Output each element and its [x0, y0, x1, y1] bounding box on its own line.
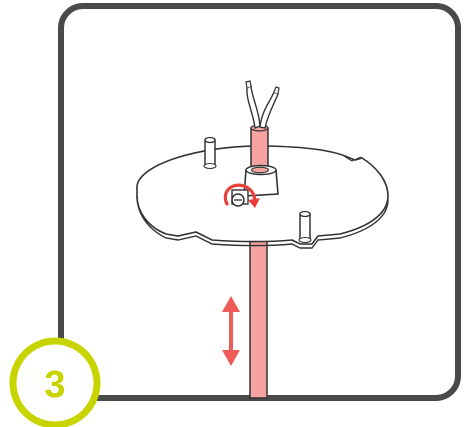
cable-clamp	[231, 164, 279, 205]
cable-lower	[249, 237, 268, 399]
rotate-clockwise-icon	[223, 183, 260, 208]
vertical-double-arrow-icon	[222, 296, 240, 366]
step-number: 3	[44, 364, 65, 406]
screw-post-front	[298, 210, 312, 244]
screw-post-back	[203, 136, 217, 170]
step-badge: 3	[9, 337, 101, 427]
clamp-screw	[231, 193, 245, 207]
exposed-wires	[245, 80, 280, 129]
